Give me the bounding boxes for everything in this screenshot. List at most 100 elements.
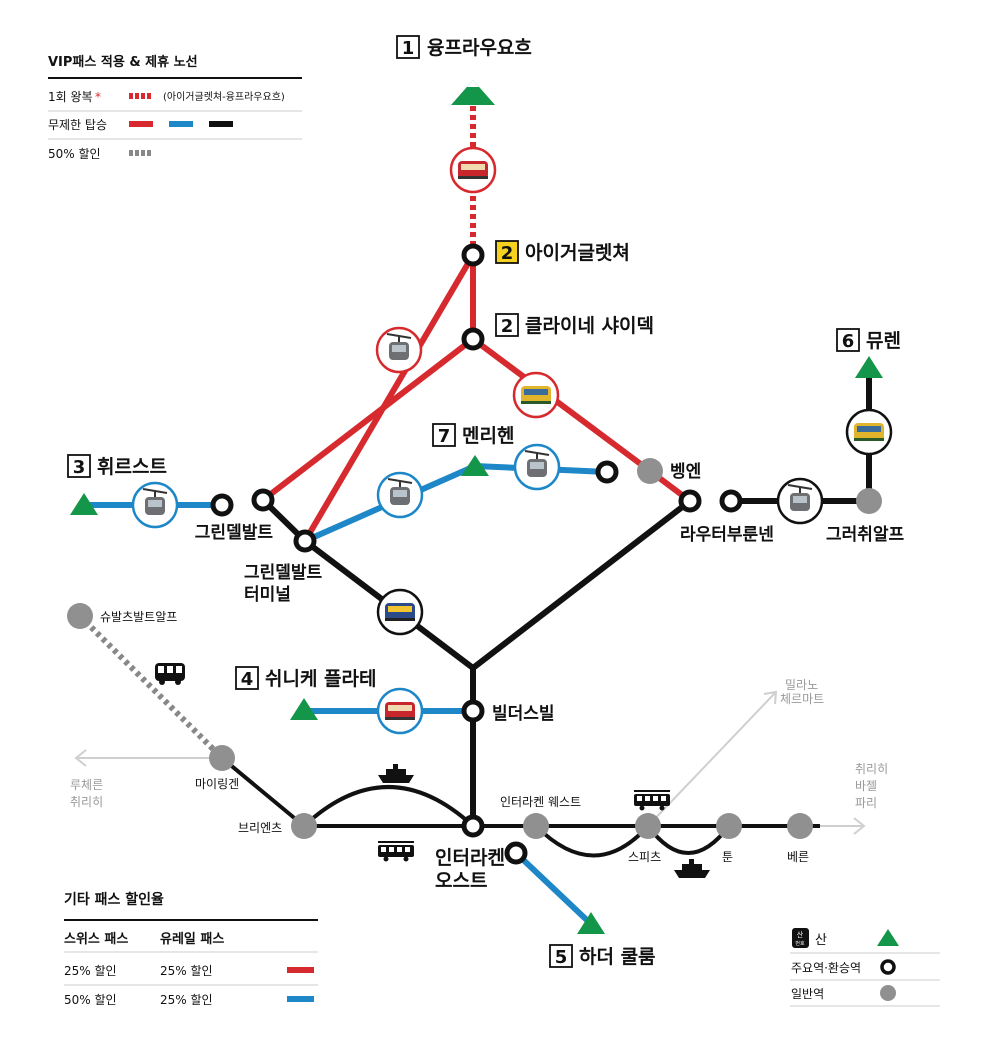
- legend2-row2-a: 50% 할인: [64, 993, 117, 1007]
- label-meiringen: 마이링겐: [195, 777, 239, 791]
- legend-row2-label: 무제한 탑승: [48, 118, 107, 132]
- general-station-icon: [880, 985, 896, 1001]
- station-interlaken-ost[interactable]: [461, 814, 485, 838]
- station-name: 멘리헨: [462, 425, 514, 447]
- station-wilderswil[interactable]: [461, 699, 485, 723]
- station-number: 5: [555, 947, 568, 968]
- station-brienz[interactable]: [291, 813, 317, 839]
- station-number: 3: [73, 457, 86, 478]
- train-icon: [376, 687, 424, 735]
- station-name: 휘르스트: [97, 456, 167, 478]
- station-name: 뮤렌: [866, 330, 901, 352]
- line-meiringen-brienz: [220, 756, 306, 828]
- station-bern[interactable]: [787, 813, 813, 839]
- arrow-to-milano: [647, 692, 776, 827]
- station-grindelwald-terminal[interactable]: [293, 529, 317, 553]
- gondola-icon: [131, 481, 179, 529]
- station-number: 6: [842, 331, 855, 352]
- label-bern: 베른: [787, 850, 809, 864]
- station-first-gondola[interactable]: [210, 493, 234, 517]
- station-interlaken-west[interactable]: [523, 813, 549, 839]
- line-brienz-lake-arc: [302, 785, 475, 828]
- boat-icon: [378, 764, 414, 783]
- mountain-peak-icon: [451, 80, 495, 105]
- peak-labels: 1 융프라우요흐 2 아이거글렛쳐 2 클라이네 샤이덱 6 뮤렌 7 멘리헨 …: [67, 35, 901, 968]
- legend-row1-label: 1회 왕복: [48, 90, 93, 104]
- label-first: 3 휘르스트: [67, 454, 167, 478]
- train-icon: [845, 408, 893, 456]
- station-thun[interactable]: [716, 813, 742, 839]
- station-spiez[interactable]: [635, 813, 661, 839]
- boat-icon: [674, 859, 710, 878]
- badge-top: 산: [797, 930, 804, 939]
- label-grindelwald-terminal-2: 터미널: [244, 585, 291, 605]
- station-name: 하더 쿨룸: [579, 946, 656, 968]
- station-lauterbrunnen[interactable]: [678, 489, 702, 513]
- label-schynige: 4 쉬니케 플라테: [235, 666, 377, 690]
- mountain-peak-icon: [461, 455, 489, 476]
- label-eigergletscher: 2 아이거글렛쳐: [495, 240, 630, 264]
- legend2-row2-b: 25% 할인: [160, 993, 213, 1007]
- badge-bottom: 번호: [795, 940, 805, 947]
- station-grindelwald[interactable]: [251, 488, 275, 512]
- tram-icon: [634, 790, 670, 811]
- label-interlaken-ost-1: 인터라켄: [435, 847, 505, 869]
- label-wilderswil: 빌더스빌: [492, 704, 555, 724]
- legend-row1-star: *: [95, 90, 101, 104]
- station-name: 클라이네 샤이덱: [525, 315, 654, 337]
- dest-zurich-3: 파리: [855, 796, 877, 810]
- label-schwarzwaldalp: 슈발츠발트알프: [100, 610, 177, 624]
- station-labels: 그린델발트 그린델발트 터미널 벵엔 라우터부룬넨 그러취알프 빌더스빌 인터라…: [70, 462, 905, 892]
- station-number: 4: [241, 669, 254, 690]
- mountain-peak-icon: [855, 356, 883, 378]
- gondola-icon: [776, 477, 824, 525]
- legend-general-label: 일반역: [791, 987, 824, 1001]
- station-name: 아이거글렛쳐: [525, 242, 630, 264]
- dest-lucerne-1: 루체른: [70, 778, 103, 792]
- station-lauterbrunnen-cable[interactable]: [719, 489, 743, 513]
- vehicles-layer: [131, 146, 893, 878]
- legend-row1-note: (아이거글렛쳐-융프라우요흐): [163, 91, 285, 103]
- station-number: 1: [402, 38, 415, 59]
- line-harder-kulm: [513, 850, 594, 927]
- mountain-peak-icon: [577, 912, 605, 934]
- station-mannlichen-gondola[interactable]: [595, 460, 619, 484]
- station-number: 7: [438, 426, 451, 447]
- legend-symbols: 산 번호 산 주요역·환승역 일반역: [790, 928, 940, 1007]
- bus-icon: [155, 663, 185, 685]
- station-grutschalp[interactable]: [856, 488, 882, 514]
- major-station-icon: [880, 959, 896, 975]
- label-spiez: 스피츠: [628, 850, 661, 864]
- legend-row3-label: 50% 할인: [48, 147, 101, 161]
- lines-layer: [74, 104, 872, 927]
- station-eigergletscher[interactable]: [461, 243, 485, 267]
- legend2-col2: 유레일 패스: [160, 932, 224, 947]
- legend2-row1-b: 25% 할인: [160, 964, 213, 978]
- label-lauterbrunnen: 라우터부룬넨: [680, 525, 774, 545]
- legend-other-pass: 기타 패스 할인율 스위스 패스 유레일 패스 25% 할인 25% 할인 50…: [64, 891, 318, 1007]
- legend2-row1-a: 25% 할인: [64, 964, 117, 978]
- station-kleine-scheidegg[interactable]: [461, 327, 485, 351]
- stations-layer: [67, 243, 882, 865]
- station-wengen[interactable]: [637, 458, 663, 484]
- dest-lucerne-2: 취리히: [70, 795, 103, 809]
- dest-zurich-2: 바젤: [855, 779, 877, 793]
- label-grindelwald: 그린델발트: [195, 522, 274, 543]
- line-eiger-grindelwald-terminal: [302, 253, 476, 543]
- station-harder-base[interactable]: [504, 841, 528, 865]
- gondola-icon: [513, 443, 561, 491]
- station-meiringen[interactable]: [209, 745, 235, 771]
- line-kleine-grindelwald: [261, 336, 475, 503]
- label-harder: 5 하더 쿨룸: [549, 944, 656, 968]
- legend2-col1: 스위스 패스: [64, 932, 128, 947]
- peaks-layer: [70, 80, 883, 934]
- tram-icon: [378, 841, 414, 862]
- arrow-to-milano-head: [763, 690, 778, 705]
- legend-vip-pass: VIP패스 적용 & 제휴 노선 1회 왕복 * (아이거글렛쳐-융프라우요흐)…: [48, 54, 302, 161]
- station-schwarzwaldalp[interactable]: [67, 603, 93, 629]
- line-kleine-wengen: [471, 336, 652, 474]
- label-murren: 6 뮤렌: [836, 328, 901, 352]
- legend2-title: 기타 패스 할인율: [64, 891, 164, 908]
- gondola-icon: [375, 326, 423, 374]
